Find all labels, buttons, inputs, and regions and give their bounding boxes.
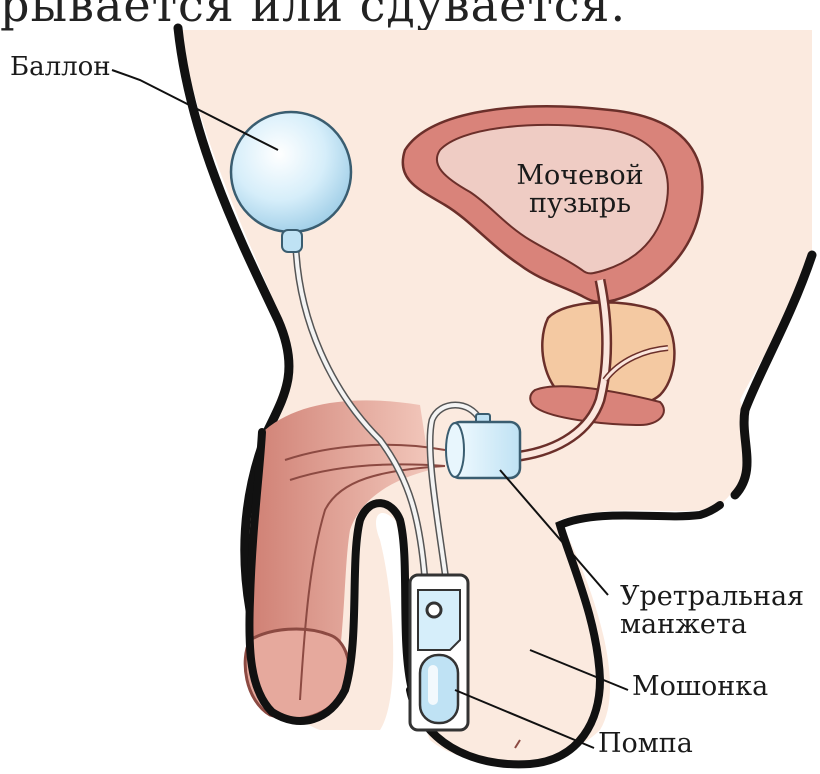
pump-valve-block bbox=[418, 590, 460, 650]
label-bladder-line1: Мочевой bbox=[505, 162, 655, 190]
cuff-end bbox=[446, 423, 464, 477]
pump-bulb bbox=[420, 655, 458, 723]
label-cuff-line1: Уретральная bbox=[620, 583, 804, 611]
balloon-valve bbox=[282, 230, 302, 252]
label-balloon: Баллон bbox=[10, 54, 111, 81]
label-scrotum: Мошонка bbox=[632, 673, 768, 701]
label-bladder: Мочевой пузырь bbox=[505, 162, 655, 219]
label-pump: Помпа bbox=[598, 730, 693, 758]
label-cuff-line2: манжета bbox=[620, 611, 804, 639]
balloon bbox=[231, 112, 351, 232]
label-bladder-line2: пузырь bbox=[505, 190, 655, 218]
pump-button bbox=[427, 603, 441, 617]
label-cuff: Уретральная манжета bbox=[620, 583, 804, 640]
